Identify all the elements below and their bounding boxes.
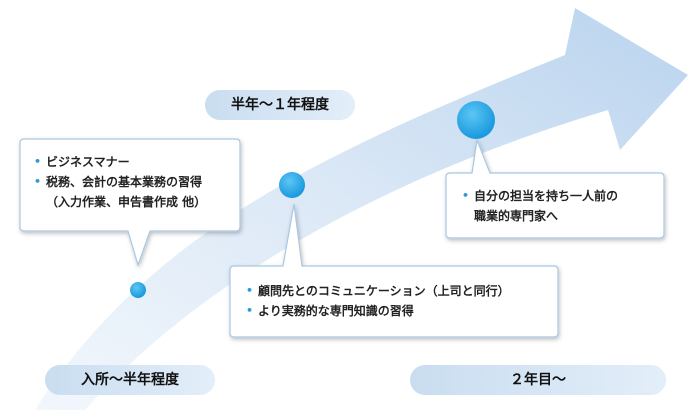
stage-label-second-year: ２年目〜 <box>410 365 666 395</box>
bullet-icon: • <box>462 189 470 202</box>
list-item-text: ビジネスマナー <box>46 155 130 169</box>
growth-arrow <box>35 8 688 410</box>
list-item-text: 職業的専門家へ <box>474 209 559 223</box>
list-item: • 税務、会計の基本業務の習得 <box>34 172 206 192</box>
list-item-text: 顧問先とのコミュニケーション（上司と同行） <box>258 284 510 298</box>
milestone-circle-3 <box>457 101 495 139</box>
list-item: • ビジネスマナー <box>34 152 206 172</box>
list-item: • 自分の担当を持ち一人前の <box>462 186 618 206</box>
bullet-icon: • <box>34 155 42 168</box>
list-item-text: （入力作業、申告書作成 他） <box>46 195 207 209</box>
milestone-circle-2 <box>279 172 305 198</box>
list-item: （入力作業、申告書作成 他） <box>34 192 206 212</box>
list-item: 職業的専門家へ <box>462 206 618 226</box>
list-item: • 顧問先とのコミュニケーション（上司と同行） <box>246 281 510 301</box>
callout-text-2: • 顧問先とのコミュニケーション（上司と同行） • より実務的な専門知識の習得 <box>246 281 510 321</box>
list-item-text: 税務、会計の基本業務の習得 <box>46 175 203 189</box>
list-item-text: より実務的な専門知識の習得 <box>258 304 414 318</box>
stage-label-half-year: 半年〜１年程度 <box>205 90 355 120</box>
bullet-icon: • <box>246 304 254 317</box>
callout-text-3: • 自分の担当を持ち一人前の 職業的専門家へ <box>462 186 618 226</box>
bullet-icon: • <box>34 175 42 188</box>
callout-box-3 <box>445 137 665 239</box>
milestone-circle-1 <box>130 282 146 298</box>
list-item: • より実務的な専門知識の習得 <box>246 301 510 321</box>
list-item-text: 自分の担当を持ち一人前の <box>474 189 619 203</box>
bullet-icon: • <box>246 284 254 297</box>
stage-label-start: 入所〜半年程度 <box>45 365 215 395</box>
callout-box-1 <box>19 138 241 267</box>
callout-text-1: • ビジネスマナー • 税務、会計の基本業務の習得 （入力作業、申告書作成 他） <box>34 152 206 212</box>
callout-box-2 <box>229 203 559 338</box>
